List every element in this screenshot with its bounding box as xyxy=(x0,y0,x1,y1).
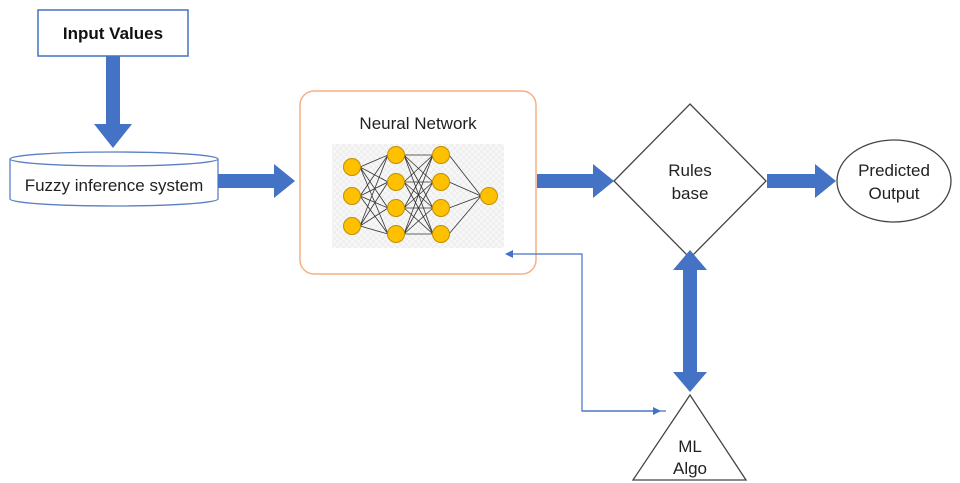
neuron-node xyxy=(387,225,405,243)
arrow-input-to-fuzzy xyxy=(94,56,132,148)
neuron-connection xyxy=(359,207,389,227)
neuron-node xyxy=(343,187,361,205)
neural-network-box: Neural Network xyxy=(299,90,537,275)
neuron-connection xyxy=(359,225,389,235)
feedback-connector-ml-to-neural xyxy=(505,250,666,415)
neuron-connection xyxy=(448,195,482,209)
neuron-connection xyxy=(448,195,482,235)
arrow-rules-to-output xyxy=(767,164,836,198)
input-values-label: Input Values xyxy=(63,24,163,43)
neuron-connection xyxy=(359,154,389,227)
neuron-connection xyxy=(403,154,434,183)
neuron-connection xyxy=(359,166,389,235)
neuron-connection xyxy=(359,154,389,168)
neuron-node xyxy=(432,225,450,243)
neuron-connection xyxy=(359,195,389,235)
arrow-fuzzy-to-neural xyxy=(218,164,295,198)
predicted-output-label-line1: Predicted xyxy=(858,161,930,180)
rules-base-diamond: Rules base xyxy=(613,103,767,259)
neuron-connection xyxy=(359,166,389,183)
neuron-connection xyxy=(448,181,482,197)
fuzzy-inference-label: Fuzzy inference system xyxy=(25,176,204,195)
rules-base-label-line2: base xyxy=(672,184,709,203)
neuron-node xyxy=(387,173,405,191)
ml-algo-triangle: ML Algo xyxy=(631,393,748,481)
arrow-neural-to-rules xyxy=(537,164,614,198)
neuron-node xyxy=(387,146,405,164)
predicted-output-ellipse: Predicted Output xyxy=(836,139,952,223)
neuron-connection xyxy=(359,181,389,197)
ml-algo-label-line2: Algo xyxy=(673,459,707,478)
fuzzy-inference-cylinder: Fuzzy inference system xyxy=(9,151,219,207)
neural-network-connections xyxy=(359,154,482,235)
arrow-rules-ml-bidirectional xyxy=(673,250,707,392)
neuron-node xyxy=(432,199,450,217)
neural-network-label: Neural Network xyxy=(359,114,477,133)
neuron-connection xyxy=(448,154,482,197)
neuron-connection xyxy=(359,195,389,209)
neural-network-neurons xyxy=(343,146,498,243)
neuron-connection xyxy=(403,154,434,235)
neuron-connection xyxy=(403,207,434,235)
input-values-box: Input Values xyxy=(37,9,189,57)
neuron-connection xyxy=(359,154,389,197)
neuron-node xyxy=(432,146,450,164)
neuron-node xyxy=(480,187,498,205)
neuron-connection xyxy=(403,154,434,209)
neuron-node xyxy=(432,173,450,191)
neuron-node xyxy=(343,217,361,235)
neuron-node xyxy=(387,199,405,217)
neuron-connection xyxy=(403,181,434,235)
rules-base-label-line1: Rules xyxy=(668,161,711,180)
neuron-connection xyxy=(359,181,389,227)
ml-algo-label-line1: ML xyxy=(678,437,702,456)
neuron-node xyxy=(343,158,361,176)
predicted-output-label-line2: Output xyxy=(868,184,919,203)
neuron-connection xyxy=(359,166,389,209)
